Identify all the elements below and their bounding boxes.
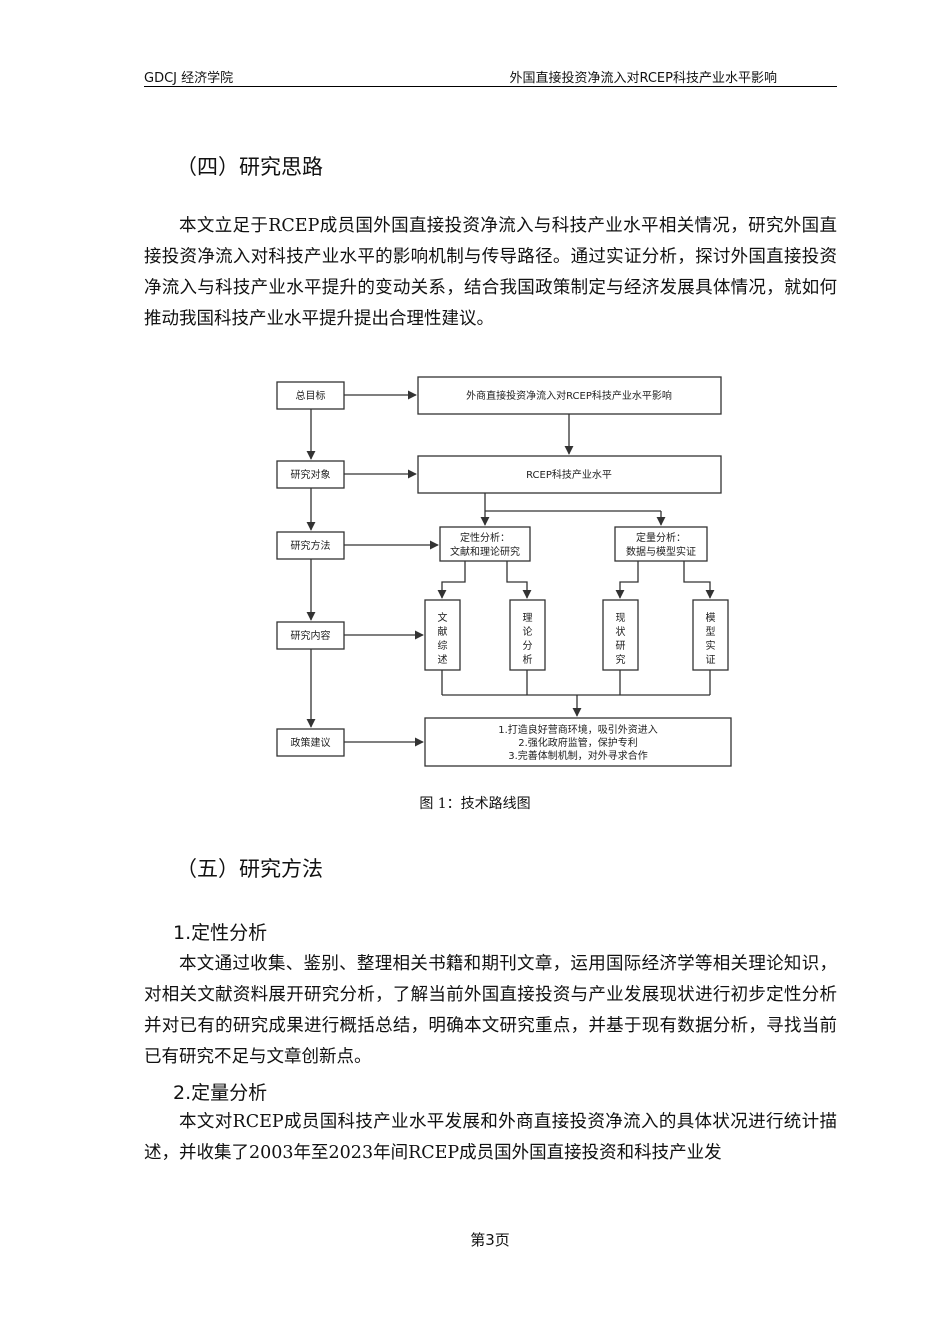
status-char: 现 xyxy=(616,612,626,624)
content-box-status xyxy=(602,599,639,671)
status-char: 究 xyxy=(616,653,626,666)
section4-heading: （四）研究思路 xyxy=(176,155,323,179)
model-char: 模 xyxy=(706,612,716,624)
suggestion-line1: 1.打造良好营商环境，吸引外资进入 xyxy=(498,723,658,736)
qualitative-line1: 定性分析： xyxy=(460,531,510,544)
content-box-model xyxy=(692,599,729,671)
subsection2-paragraph: 本文对RCEP成员国科技产业水平发展和外商直接投资净流入的具体状况进行统计描述，… xyxy=(144,1112,837,1163)
page-number: 第3页 xyxy=(470,1231,510,1249)
step-box-policy xyxy=(276,728,345,757)
subsection2-title: 2.定量分析 xyxy=(173,1082,268,1104)
qualitative-box xyxy=(439,526,531,562)
step-policy-label: 政策建议 xyxy=(291,736,331,749)
theory-char: 分 xyxy=(523,640,533,652)
quantitative-line1: 定量分析： xyxy=(636,531,686,544)
step-method-label: 研究方法 xyxy=(291,539,331,552)
model-char: 实 xyxy=(706,639,716,652)
suggestion-line2: 2.强化政府监管，保护专利 xyxy=(518,736,638,749)
section4-paragraph: 本文立足于RCEP成员国外国直接投资净流入与科技产业水平相关情况，研究外国直接投… xyxy=(144,216,837,329)
quantitative-line2: 数据与模型实证 xyxy=(626,545,696,558)
content-box-theory xyxy=(509,599,546,671)
literature-char: 述 xyxy=(438,654,448,666)
quantitative-box xyxy=(614,526,708,562)
figure-caption: 图 1：技术路线图 xyxy=(419,796,531,812)
status-char: 状 xyxy=(616,625,626,638)
theory-char: 析 xyxy=(523,653,533,666)
literature-char: 综 xyxy=(438,639,448,652)
status-char: 研 xyxy=(616,640,626,652)
suggestion-line3: 3.完善体制机制，对外寻求合作 xyxy=(508,749,648,762)
step-goal-label: 总目标 xyxy=(296,389,326,402)
goal-text: 外商直接投资净流入对RCEP科技产业水平影响 xyxy=(466,389,672,402)
object-box xyxy=(417,455,722,494)
subsection1-title: 1.定性分析 xyxy=(173,922,268,944)
content-box-literature xyxy=(424,599,461,671)
literature-char: 献 xyxy=(438,625,448,638)
section5-heading: （五）研究方法 xyxy=(176,857,323,881)
model-char: 型 xyxy=(706,625,716,638)
page-header: GDCJ 经济学院 外国直接投资净流入对RCEP科技产业水平影响 xyxy=(144,66,837,87)
header-left: GDCJ 经济学院 xyxy=(144,71,234,86)
suggestion-box xyxy=(424,717,732,767)
literature-char: 文 xyxy=(438,611,448,624)
subsection1-paragraph: 本文通过收集、鉴别、整理相关书籍和期刊文章，运用国际经济学等相关理论知识，对相关… xyxy=(144,954,837,1067)
theory-char: 理 xyxy=(523,612,533,624)
qualitative-line2: 文献和理论研究 xyxy=(450,545,520,558)
object-text: RCEP科技产业水平 xyxy=(526,468,612,481)
goal-box xyxy=(417,376,722,415)
theory-char: 论 xyxy=(523,625,533,638)
model-char: 证 xyxy=(706,654,716,666)
step-content-label: 研究内容 xyxy=(291,629,331,642)
header-right: 外国直接投资净流入对RCEP科技产业水平影响 xyxy=(509,71,777,86)
step-object-label: 研究对象 xyxy=(291,468,331,481)
